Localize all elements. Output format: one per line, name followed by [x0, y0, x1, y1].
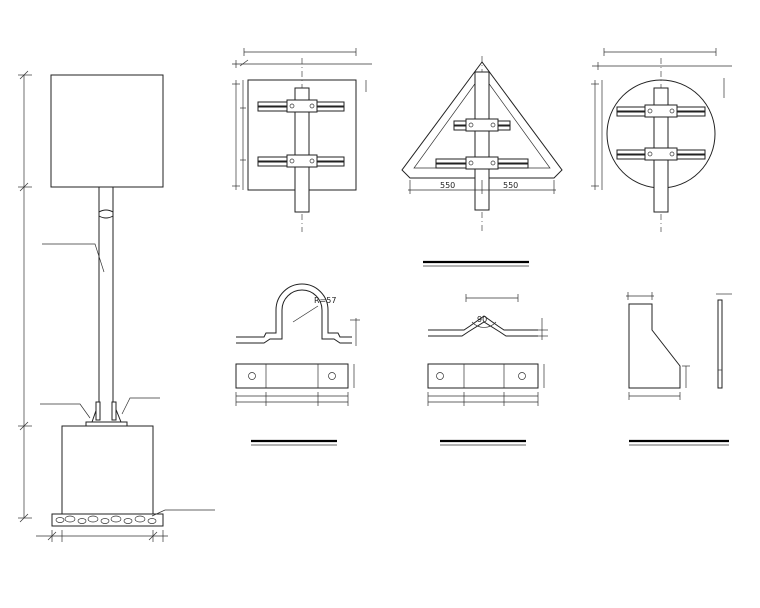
u-clamp-plan [235, 363, 349, 389]
triangle-sign-detail: 550 550 [401, 56, 563, 267]
sign-post-elevation [18, 70, 215, 542]
stiffener-plate-side [628, 303, 681, 389]
triangle-dim-right: 550 [503, 181, 518, 190]
square-sign-detail [232, 48, 372, 232]
v-bracket-plan [427, 363, 539, 389]
circle-sign-detail [591, 48, 732, 232]
stiffener-plate-detail [626, 292, 732, 446]
gravel-layer [51, 513, 164, 527]
triangle-dim-left: 550 [440, 181, 455, 190]
clamp-radius-label: R=57 [314, 296, 336, 305]
stiffener-plate-edge [717, 299, 723, 389]
u-clamp-detail: R=57 [235, 283, 360, 446]
v-bracket-detail: 90 [427, 294, 548, 446]
foundation-block [61, 425, 154, 515]
sign-panel [50, 74, 164, 188]
bracket-angle-label: 90 [477, 315, 487, 324]
